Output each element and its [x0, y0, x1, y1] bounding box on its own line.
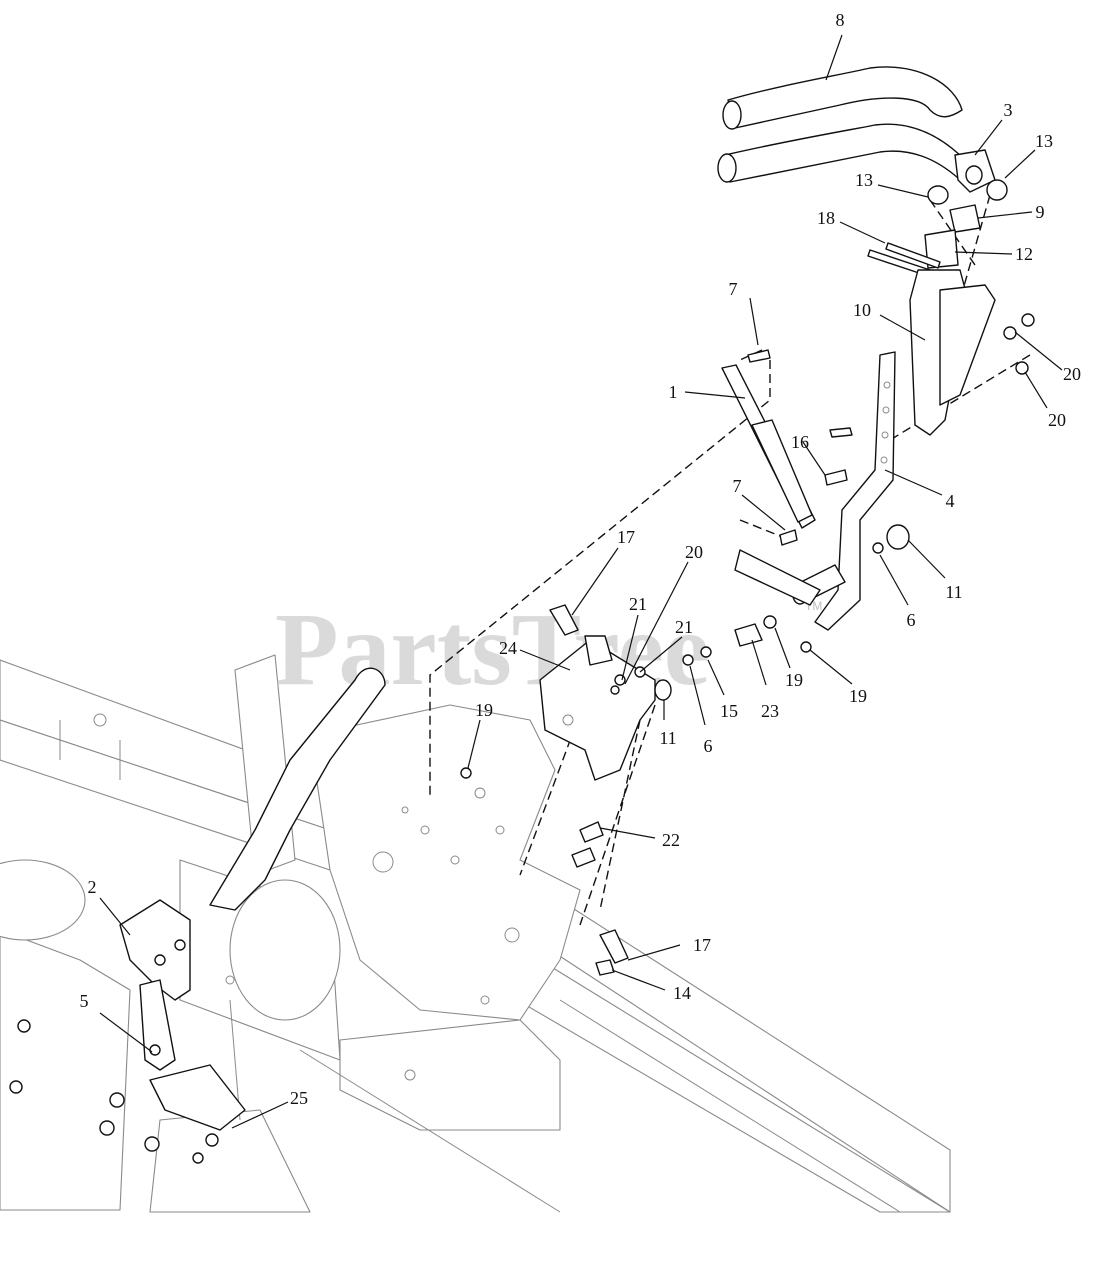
callout-13-right: 13 [1035, 131, 1053, 151]
callout-4: 4 [946, 491, 955, 511]
mower-frame [0, 654, 951, 1213]
main-lever [209, 667, 386, 911]
callout-12: 12 [1015, 244, 1033, 264]
callout-21-upper: 21 [629, 594, 647, 614]
callout-7-top: 7 [729, 279, 738, 299]
callout-11-right: 11 [945, 582, 962, 602]
callout-11-left: 11 [659, 728, 676, 748]
callout-25: 25 [290, 1088, 308, 1108]
callout-20-upper: 20 [1063, 364, 1081, 384]
callout-16: 16 [791, 432, 809, 452]
handle-bar-lower [724, 123, 966, 183]
callout-10: 10 [853, 300, 871, 320]
callout-21-lower: 21 [675, 617, 693, 637]
callout-labels: 8 3 13 13 9 18 12 7 10 20 20 1 16 4 7 11… [80, 10, 1082, 1108]
parts [9, 66, 1035, 1164]
callout-15: 15 [720, 701, 738, 721]
callout-19-right: 19 [849, 686, 867, 706]
assembly-lines [429, 194, 1031, 926]
callout-6-right: 6 [907, 610, 916, 630]
handle-bar-upper [727, 66, 963, 129]
callout-5: 5 [80, 991, 89, 1011]
callout-2: 2 [88, 877, 97, 897]
callout-1: 1 [669, 382, 678, 402]
callout-23: 23 [761, 701, 779, 721]
callout-22: 22 [662, 830, 680, 850]
callout-6-left: 6 [704, 736, 713, 756]
callout-18: 18 [817, 208, 835, 228]
callout-17-upper: 17 [617, 527, 635, 547]
callout-19-left: 19 [475, 700, 493, 720]
callout-13-left: 13 [855, 170, 873, 190]
callout-7-mid: 7 [733, 476, 742, 496]
callout-19-mid: 19 [785, 670, 803, 690]
callout-20-lower: 20 [1048, 410, 1066, 430]
callout-14: 14 [673, 983, 691, 1003]
callout-17-lower: 17 [693, 935, 711, 955]
control-arm [814, 351, 896, 631]
callout-24: 24 [499, 638, 517, 658]
callout-9: 9 [1036, 202, 1045, 222]
callout-8: 8 [836, 10, 845, 30]
callout-3: 3 [1004, 100, 1013, 120]
pivot-bracket [539, 639, 656, 781]
callout-leaders [99, 34, 1063, 1129]
callout-20-mid: 20 [685, 542, 703, 562]
